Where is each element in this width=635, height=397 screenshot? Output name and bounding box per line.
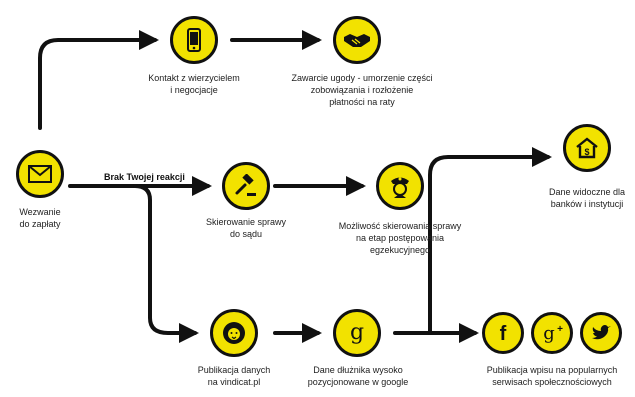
google-plus-node: g+ — [531, 312, 573, 354]
label-google: Dane dłużnika wysoko pozycjonowane w goo… — [297, 364, 419, 388]
label-social: Publikacja wpisu na popularnych serwisac… — [472, 364, 632, 388]
arrow-to-kontakt — [38, 30, 159, 130]
gavel-node — [222, 162, 270, 210]
label-line: Dane widoczne dla — [548, 187, 626, 197]
branch-label: Brak Twojej reakcji — [104, 172, 185, 182]
svg-text:g: g — [543, 323, 555, 344]
label-line: na etap postępowania — [355, 233, 445, 243]
twitter-node — [580, 312, 622, 354]
label-line: Możliwość skierowania sprawy — [338, 221, 462, 231]
label-line: pozycjonowane w google — [307, 377, 409, 387]
label-wezwanie: Wezwanie do zapłaty — [0, 206, 80, 230]
label-line: Zawarcie ugody - umorzenie części — [291, 73, 433, 83]
envelope-icon — [28, 165, 52, 183]
label-egzekucja: Możliwość skierowania sprawy na etap pos… — [325, 220, 475, 256]
label-line: Skierowanie sprawy — [205, 217, 287, 227]
svg-text:g: g — [350, 320, 364, 345]
phone-node — [170, 16, 218, 64]
label-line: banków i instytucji — [550, 199, 624, 209]
bailiff-node — [376, 162, 424, 210]
label-ugoda: Zawarcie ugody - umorzenie części zobowi… — [282, 72, 442, 108]
label-banki: Dane widoczne dla banków i instytucji — [537, 186, 635, 210]
label-vindicat: Publikacja danych na vindicat.pl — [174, 364, 294, 388]
google-node: g — [333, 309, 381, 357]
label-line: serwisach społecznościowych — [492, 377, 612, 387]
lion-node — [210, 309, 258, 357]
google-plus-icon: g+ — [539, 322, 565, 344]
handshake-node — [333, 16, 381, 64]
envelope-node — [16, 150, 64, 198]
label-line: na vindicat.pl — [207, 377, 261, 387]
label-kontakt: Kontakt z wierzycielem i negocjacje — [134, 72, 254, 96]
twitter-icon — [590, 324, 612, 342]
arrow-to-vindicat — [133, 184, 199, 343]
label-line: zobowiązania i rozłożenie — [310, 85, 414, 95]
label-sad: Skierowanie sprawy do sądu — [191, 216, 301, 240]
label-line: do sądu — [229, 229, 263, 239]
house-dollar-node: $ — [563, 124, 611, 172]
google-icon: g — [345, 320, 369, 346]
label-line: Kontakt z wierzycielem — [148, 73, 240, 83]
arrow-to-banki — [428, 147, 552, 335]
svg-text:+: + — [557, 324, 563, 335]
lion-icon — [221, 320, 247, 346]
label-line: Dane dłużnika wysoko — [313, 365, 403, 375]
label-line: i negocjacje — [170, 85, 218, 95]
label-line: Publikacja wpisu na popularnych — [486, 365, 618, 375]
handshake-icon — [343, 31, 371, 49]
facebook-node: f — [482, 312, 524, 354]
label-line: egzekucyjnego — [369, 245, 431, 255]
gavel-icon — [234, 174, 258, 198]
svg-text:$: $ — [584, 147, 589, 157]
phone-icon — [186, 28, 202, 52]
label-line: Publikacja danych — [197, 365, 271, 375]
bailiff-icon — [388, 173, 412, 199]
label-line: Wezwanie — [19, 207, 61, 217]
label-line: do zapłaty — [19, 219, 61, 229]
label-line: płatności na raty — [329, 97, 395, 107]
svg-text:f: f — [500, 323, 507, 344]
house-dollar-icon: $ — [575, 137, 599, 159]
facebook-icon: f — [496, 322, 510, 344]
